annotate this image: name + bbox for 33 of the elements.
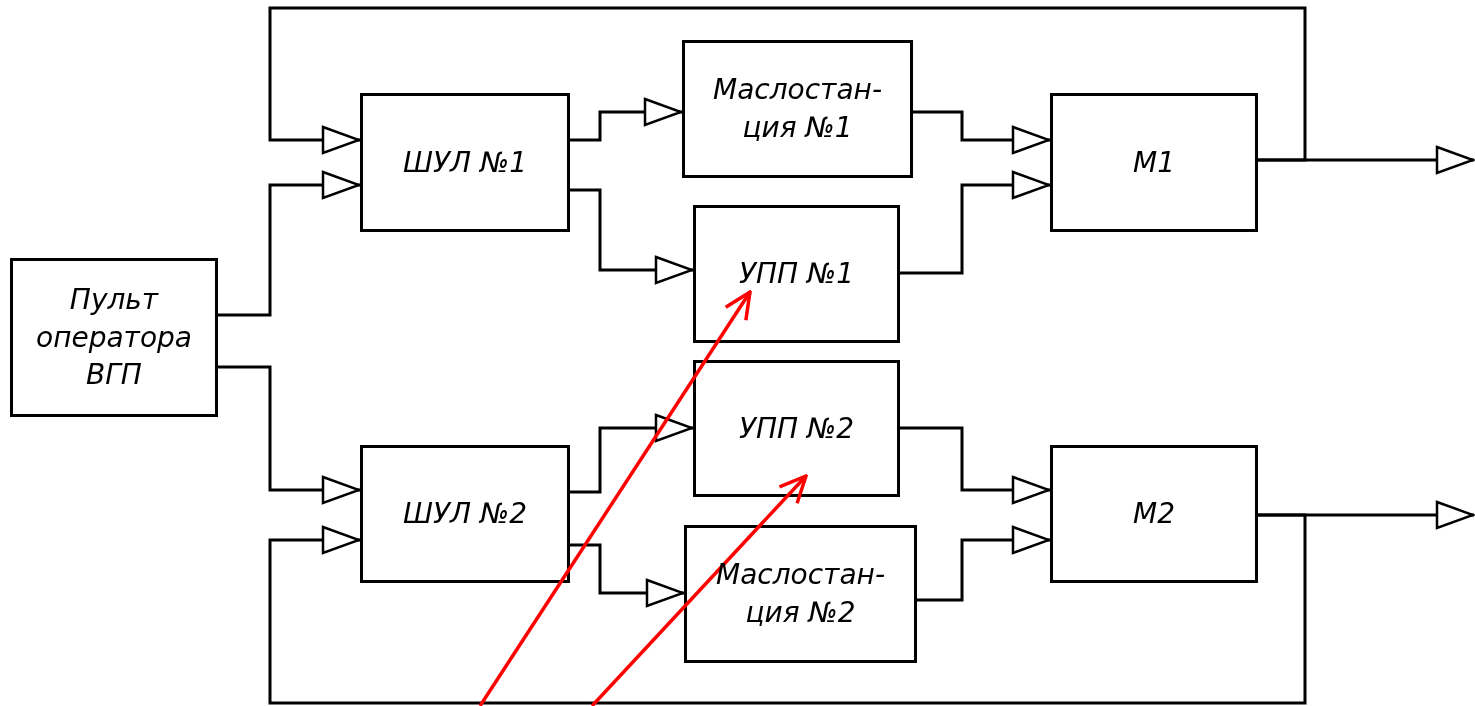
block-label: М2 [1133, 496, 1175, 533]
block-label: ШУЛ №2 [403, 496, 527, 533]
block-label: ШУЛ №1 [403, 144, 527, 181]
block-box [360, 93, 570, 232]
block-box [684, 525, 917, 663]
arrow [218, 365, 361, 505]
block-box [360, 445, 570, 583]
block-box [10, 258, 218, 417]
arrow [900, 426, 1051, 505]
block-label: М1 [1133, 144, 1175, 181]
arrow [570, 413, 694, 494]
block-label: Пульт оператора ВГП [35, 281, 193, 394]
pointer-arrow [478, 290, 752, 706]
block-box [693, 205, 900, 343]
block-box [1050, 445, 1258, 583]
arrow [900, 170, 1051, 275]
block-label: Маслостан- ция №1 [712, 72, 883, 146]
arrow [917, 525, 1051, 602]
block-box [1050, 93, 1258, 232]
block-label: УПП №2 [739, 410, 854, 447]
arrow [570, 188, 694, 285]
arrow [268, 6, 1307, 162]
arrow [913, 110, 1051, 155]
arrow [1258, 500, 1475, 530]
pointer-arrow [590, 474, 808, 706]
arrow [218, 170, 361, 317]
arrow [570, 97, 683, 142]
block-box [682, 40, 913, 178]
block-label: Маслостан- ция №2 [715, 557, 886, 631]
block-box [693, 360, 900, 497]
block-label: УПП №1 [739, 256, 854, 293]
arrow [1258, 145, 1475, 175]
arrow [570, 543, 685, 608]
